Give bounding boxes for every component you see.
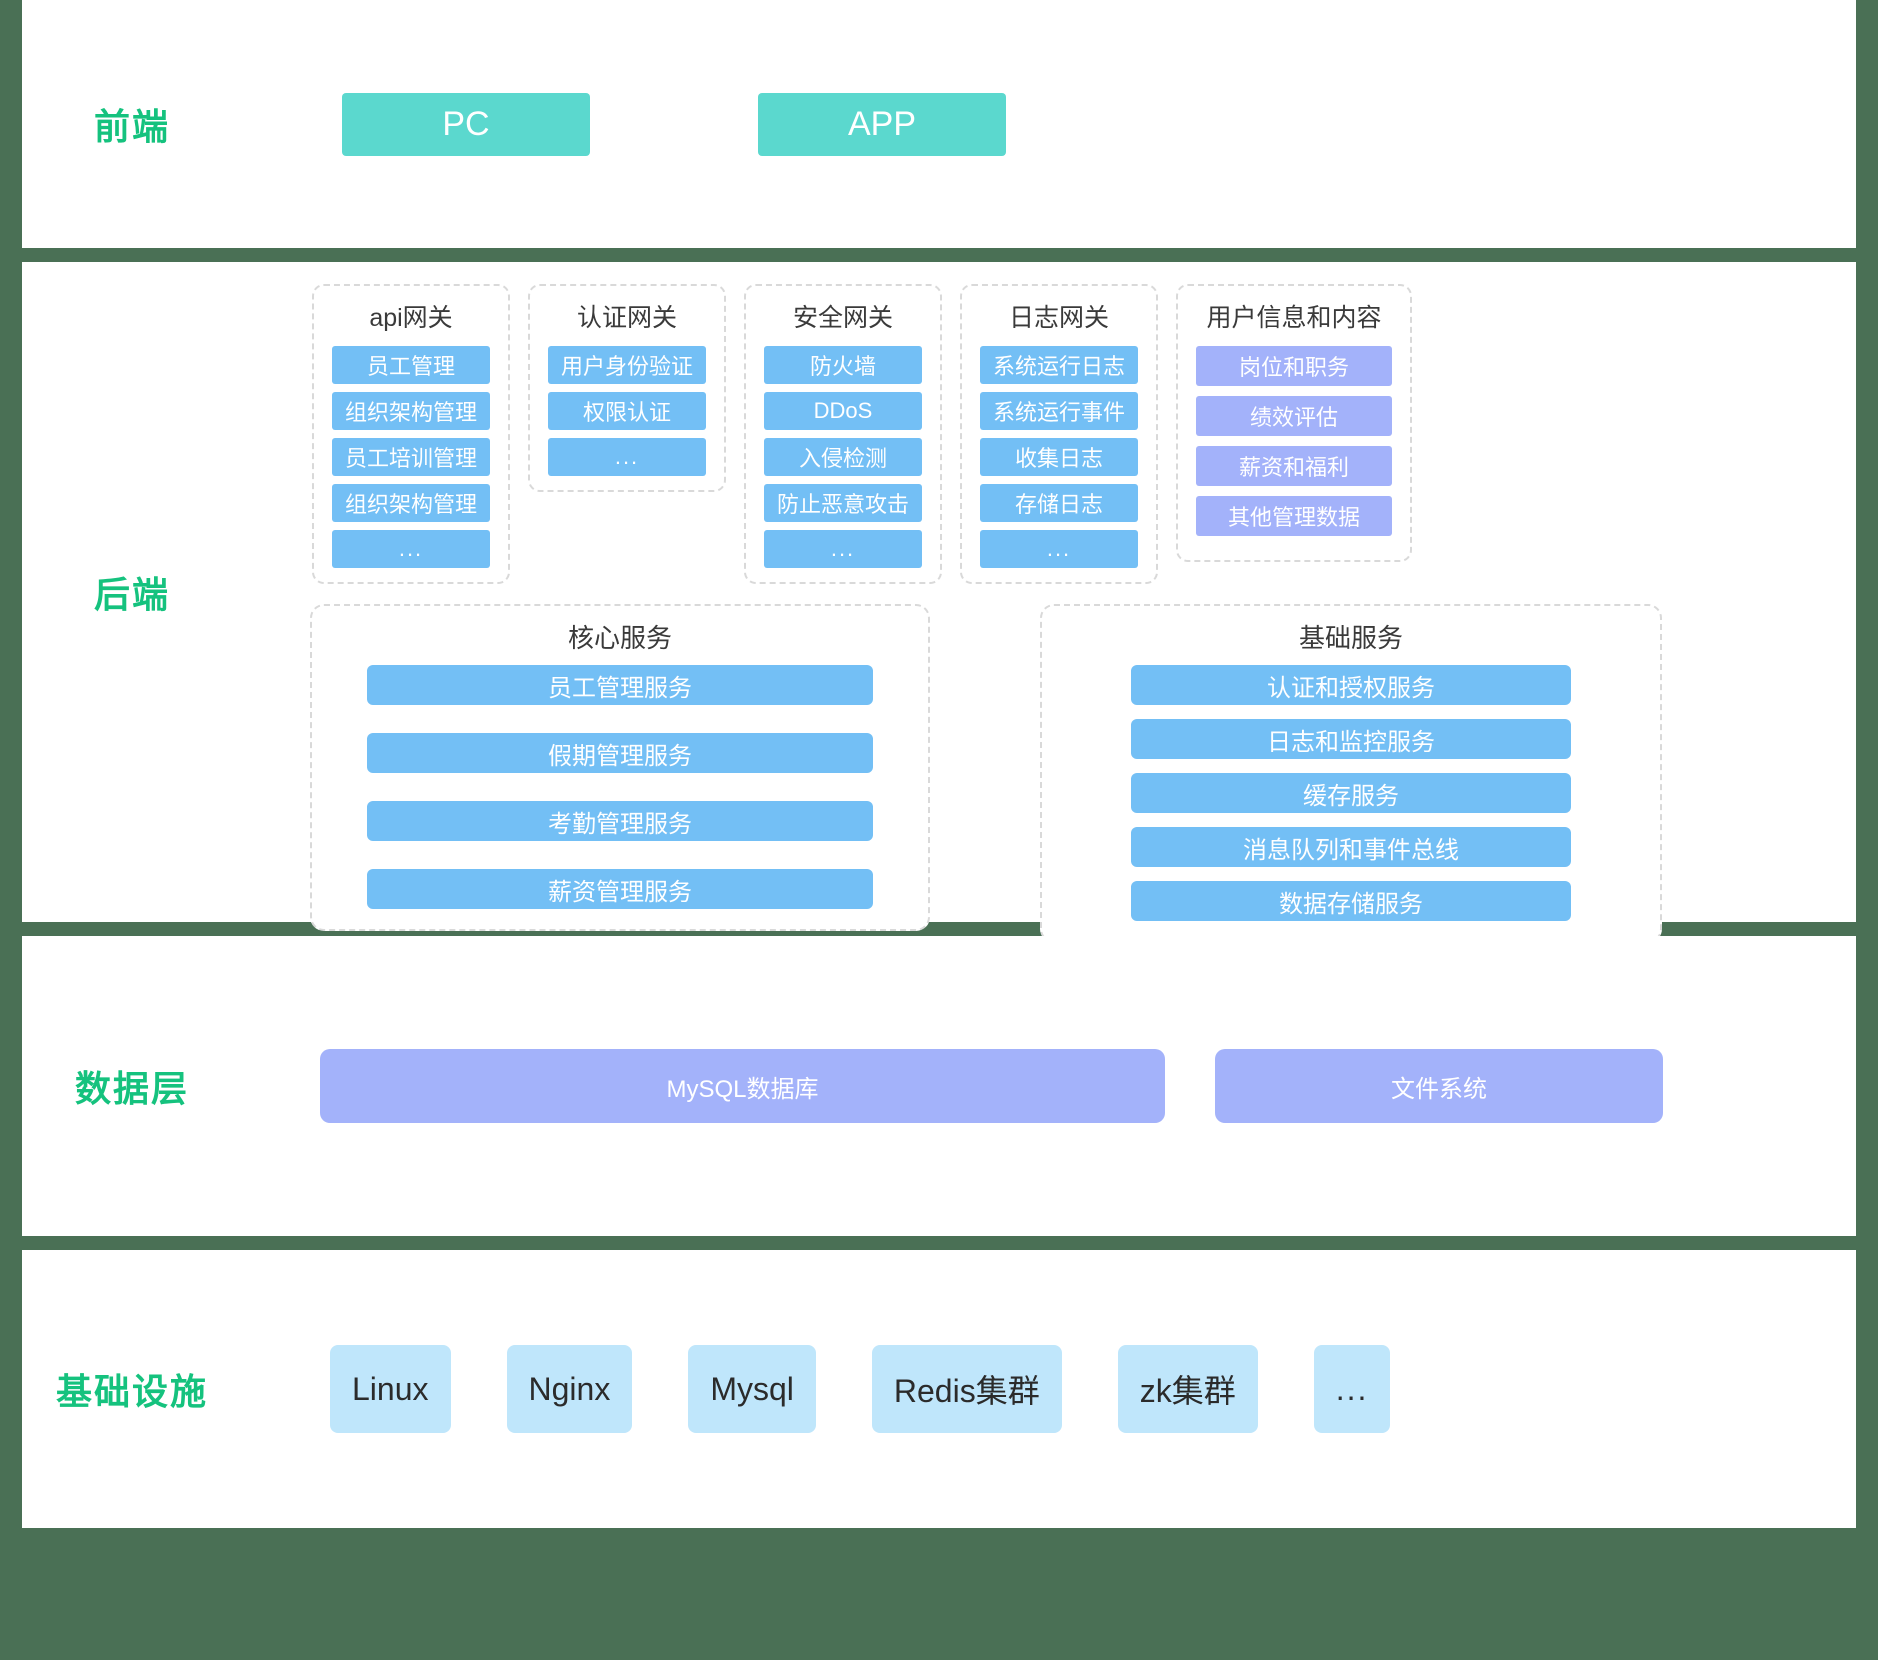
band-body-backend: api网关 员工管理 组织架构管理 员工培训管理 组织架构管理 ... 认证网关… [222,262,1856,943]
chip-api-3[interactable]: 组织架构管理 [332,484,490,522]
chip-log-2[interactable]: 收集日志 [980,438,1138,476]
chip-auth-1[interactable]: 权限认证 [548,392,706,430]
chip-base-3[interactable]: 消息队列和事件总线 [1131,827,1571,867]
chip-security-1[interactable]: DDoS [764,392,922,430]
gateway-row: api网关 员工管理 组织架构管理 员工培训管理 组织架构管理 ... 认证网关… [222,284,1856,584]
band-label-frontend: 前端 [93,106,170,147]
chip-userinfo-1[interactable]: 绩效评估 [1196,396,1392,436]
infra-box-more[interactable]: ... [1313,1345,1391,1433]
data-store-mysql[interactable]: MySQL数据库 [320,1049,1165,1123]
chip-base-2[interactable]: 缓存服务 [1131,773,1571,813]
chip-userinfo-0[interactable]: 岗位和职务 [1196,346,1392,386]
infra-box-nginx[interactable]: Nginx [506,1345,633,1433]
chip-security-3[interactable]: 防止恶意攻击 [764,484,922,522]
infra-box-zk-cluster[interactable]: zk集群 [1117,1345,1258,1433]
client-box-pc[interactable]: PC [342,92,590,156]
chip-log-1[interactable]: 系统运行事件 [980,392,1138,430]
chip-base-0[interactable]: 认证和授权服务 [1131,665,1571,705]
chip-core-1[interactable]: 假期管理服务 [367,733,873,773]
chip-log-0[interactable]: 系统运行日志 [980,346,1138,384]
chip-api-more[interactable]: ... [332,530,490,568]
chip-core-0[interactable]: 员工管理服务 [367,665,873,705]
chip-auth-more[interactable]: ... [548,438,706,476]
group-title-auth-gateway: 认证网关 [576,304,677,332]
chip-log-3[interactable]: 存储日志 [980,484,1138,522]
group-security-gateway: 安全网关 防火墙 DDoS 入侵检测 防止恶意攻击 ... [744,284,942,584]
group-title-security-gateway: 安全网关 [792,304,893,332]
band-frontend: 前端 PC APP [22,0,1856,248]
chip-base-4[interactable]: 数据存储服务 [1131,881,1571,921]
infra-box-linux[interactable]: Linux [330,1345,451,1433]
band-backend: 后端 api网关 员工管理 组织架构管理 员工培训管理 组织架构管理 ... 认… [22,262,1856,943]
chip-auth-0[interactable]: 用户身份验证 [548,346,706,384]
band-data-layer: 数据层 MySQL数据库 文件系统 [22,936,1856,1236]
group-title-core-services: 核心服务 [567,623,672,653]
chip-core-2[interactable]: 考勤管理服务 [367,801,873,841]
group-title-log-gateway: 日志网关 [1008,304,1109,332]
group-title-base-services: 基础服务 [1298,623,1403,653]
chip-api-0[interactable]: 员工管理 [332,346,490,384]
group-api-gateway: api网关 员工管理 组织架构管理 员工培训管理 组织架构管理 ... [312,284,510,584]
band-label-backend: 后端 [93,574,170,615]
band-body-frontend: PC APP [222,0,1856,248]
chip-security-more[interactable]: ... [764,530,922,568]
chip-security-0[interactable]: 防火墙 [764,346,922,384]
group-base-services: 基础服务 认证和授权服务 日志和监控服务 缓存服务 消息队列和事件总线 数据存储… [1040,604,1662,943]
chip-userinfo-2[interactable]: 薪资和福利 [1196,446,1392,486]
group-core-services: 核心服务 员工管理服务 假期管理服务 考勤管理服务 薪资管理服务 [310,604,930,931]
group-auth-gateway: 认证网关 用户身份验证 权限认证 ... [528,284,726,492]
data-store-filesystem[interactable]: 文件系统 [1215,1049,1663,1123]
chip-log-more[interactable]: ... [980,530,1138,568]
chip-base-1[interactable]: 日志和监控服务 [1131,719,1571,759]
services-row: 核心服务 员工管理服务 假期管理服务 考勤管理服务 薪资管理服务 基础服务 认证… [222,604,1856,943]
infra-box-redis-cluster[interactable]: Redis集群 [871,1345,1062,1433]
group-title-api-gateway: api网关 [369,304,453,332]
chip-api-2[interactable]: 员工培训管理 [332,438,490,476]
group-log-gateway: 日志网关 系统运行日志 系统运行事件 收集日志 存储日志 ... [960,284,1158,584]
chip-core-3[interactable]: 薪资管理服务 [367,869,873,909]
group-title-user-info: 用户信息和内容 [1206,304,1382,332]
chip-security-2[interactable]: 入侵检测 [764,438,922,476]
band-label-data-layer: 数据层 [74,1068,189,1109]
client-box-app[interactable]: APP [758,92,1006,156]
chip-api-1[interactable]: 组织架构管理 [332,392,490,430]
chip-userinfo-3[interactable]: 其他管理数据 [1196,496,1392,536]
band-label-infrastructure: 基础设施 [55,1371,208,1412]
group-user-info: 用户信息和内容 岗位和职务 绩效评估 薪资和福利 其他管理数据 [1176,284,1412,562]
band-body-data-layer: MySQL数据库 文件系统 [222,936,1856,1236]
infra-box-mysql[interactable]: Mysql [688,1345,816,1433]
band-infrastructure: 基础设施 Linux Nginx Mysql Redis集群 zk集群 ... [22,1250,1856,1528]
band-body-infrastructure: Linux Nginx Mysql Redis集群 zk集群 ... [222,1250,1856,1528]
